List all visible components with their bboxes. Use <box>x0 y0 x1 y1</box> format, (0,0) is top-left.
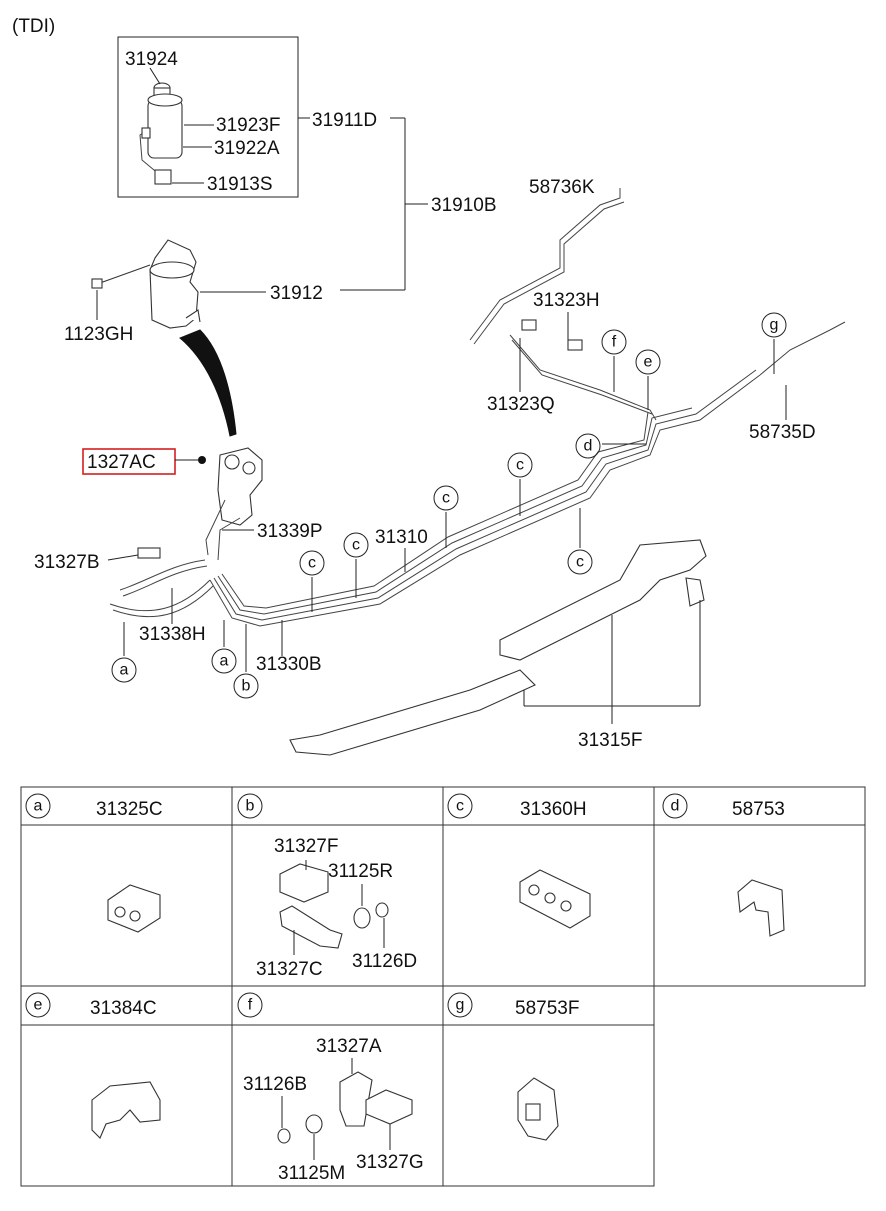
label-58736K: 58736K <box>529 177 595 198</box>
label-31924: 31924 <box>125 49 178 70</box>
svg-text:c: c <box>576 554 584 571</box>
part-31327G: 31327G <box>356 1152 424 1173</box>
clip-kit-f-illustration <box>277 1071 413 1144</box>
label-31922A: 31922A <box>214 138 280 159</box>
clip-31325C-illustration <box>107 884 161 933</box>
svg-text:g: g <box>456 997 465 1014</box>
callout-c-4: c <box>507 452 533 516</box>
pump-assembly-illustration <box>205 447 263 561</box>
svg-text:a: a <box>120 662 129 679</box>
callout-a-2: a <box>211 620 237 674</box>
label-31910B: 31910B <box>431 195 497 216</box>
part-31126B: 31126B <box>243 1074 307 1095</box>
clip-31384C-illustration <box>91 1081 161 1139</box>
part-31360H: 31360H <box>520 799 587 820</box>
svg-text:a: a <box>220 653 229 670</box>
fuel-filter-inset: 31924 31923F 31922A 31913S <box>117 36 299 198</box>
part-31126D: 31126D <box>352 951 417 972</box>
callout-a-1: a <box>111 622 137 683</box>
svg-text:g: g <box>770 317 779 334</box>
svg-text:c: c <box>516 457 524 474</box>
filter-bracket-illustration <box>149 239 201 329</box>
label-31323Q: 31323Q <box>487 394 555 415</box>
assembly-arrow <box>179 329 237 437</box>
part-58753: 58753 <box>732 799 785 820</box>
callout-c-1: c <box>299 550 325 612</box>
label-1123GH: 1123GH <box>64 324 133 345</box>
svg-text:d: d <box>671 798 680 815</box>
label-31913S: 31913S <box>207 174 273 195</box>
callout-c-5: c <box>567 508 593 575</box>
part-31327F: 31327F <box>274 836 338 857</box>
label-31323H: 31323H <box>533 290 600 311</box>
svg-text:e: e <box>644 354 653 371</box>
part-31327C: 31327C <box>256 959 323 980</box>
table-cell-d: d 58753 <box>662 793 785 937</box>
label-31315F: 31315F <box>578 730 642 751</box>
table-cell-e: e 31384C <box>25 992 161 1139</box>
svg-text:f: f <box>612 334 617 351</box>
callout-d-1: d <box>575 433 646 459</box>
label-31339P: 31339P <box>257 521 323 542</box>
parts-table <box>20 786 866 1187</box>
part-31125M: 31125M <box>278 1163 345 1184</box>
svg-text:c: c <box>352 537 360 554</box>
label-58735D: 58735D <box>749 422 816 443</box>
table-cell-g: g 58753F <box>447 992 579 1141</box>
label-31330B: 31330B <box>256 654 322 675</box>
bolt-illustration <box>91 264 151 289</box>
upper-right-lines-illustration <box>469 188 846 421</box>
part-31325C: 31325C <box>96 799 163 820</box>
label-31912: 31912 <box>270 283 323 304</box>
main-fuel-lines-illustration <box>209 369 761 627</box>
svg-text:f: f <box>248 997 253 1014</box>
part-31327A: 31327A <box>316 1036 382 1057</box>
left-hose-illustration <box>109 547 214 618</box>
label-31338H: 31338H <box>139 624 206 645</box>
part-31125R: 31125R <box>328 861 393 882</box>
variant-label: (TDI) <box>12 16 55 37</box>
svg-text:e: e <box>34 997 43 1014</box>
callout-g-1: g <box>761 312 787 374</box>
svg-text:a: a <box>34 798 43 815</box>
svg-text:d: d <box>584 438 593 455</box>
label-31911D: 31911D <box>312 110 377 131</box>
highlight-box-1327AC <box>82 448 176 475</box>
table-cell-f: f 31327A 31126B 31125M 31327G <box>237 992 424 1184</box>
svg-text:c: c <box>456 798 464 815</box>
svg-text:c: c <box>442 490 450 507</box>
clip-31360H-illustration <box>519 869 591 929</box>
clip-kit-b-illustration <box>279 863 389 949</box>
clip-58753F-illustration <box>517 1077 559 1141</box>
callout-e-1: e <box>635 349 661 410</box>
label-1327AC: 1327AC <box>87 452 156 473</box>
frame-rail-illustration <box>289 539 707 756</box>
part-58753F: 58753F <box>515 998 579 1019</box>
label-31310: 31310 <box>375 527 428 548</box>
table-cell-a: a 31325C <box>25 793 163 933</box>
svg-text:b: b <box>242 678 251 695</box>
svg-text:b: b <box>246 798 255 815</box>
table-cell-c: c 31360H <box>447 793 591 929</box>
part-31384C: 31384C <box>90 998 157 1019</box>
callout-c-3: c <box>433 485 459 548</box>
table-cell-b: b 31327F 31125R 31327C 31126D <box>237 793 417 980</box>
callout-c-2: c <box>343 532 369 598</box>
fuel-filter-illustration <box>139 82 183 185</box>
label-31923F: 31923F <box>216 115 280 136</box>
callout-f-1: f <box>601 329 627 392</box>
label-31327B: 31327B <box>34 552 100 573</box>
clip-58753-illustration <box>737 879 785 937</box>
svg-text:c: c <box>308 555 316 572</box>
callout-b-1: b <box>233 624 259 699</box>
